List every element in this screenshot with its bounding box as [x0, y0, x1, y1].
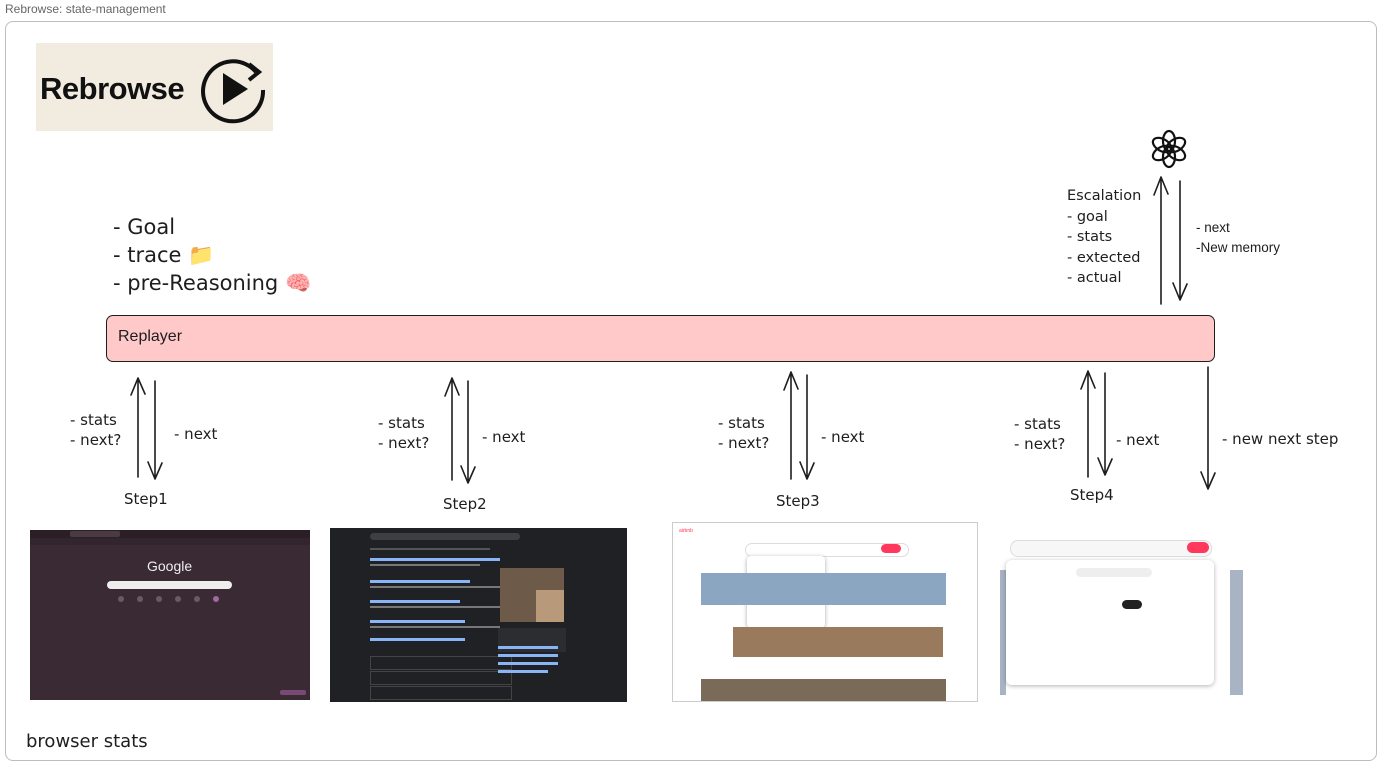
- step2-label: Step2: [443, 495, 487, 513]
- logo-text: Rebrowse: [40, 71, 185, 106]
- down-arrow: [799, 374, 815, 480]
- step3-up-label: - stats- next?: [718, 414, 770, 452]
- escalation-actual: - actual: [1067, 270, 1122, 286]
- google-logo: Google: [147, 558, 193, 574]
- screenshot-google-results: [330, 528, 627, 702]
- step1-up-label: - stats- next?: [70, 411, 122, 449]
- goal-item: - Goal: [113, 215, 176, 239]
- down-arrow: [147, 380, 163, 480]
- escalation-title: Escalation: [1067, 188, 1142, 204]
- screenshot-airbnb-search: airbnb: [672, 522, 978, 702]
- up-arrow: [130, 377, 146, 478]
- reasoning-item: - pre-Reasoning 🧠: [113, 271, 312, 295]
- new-step-label: - new next step: [1222, 430, 1339, 448]
- step4-up-label: - stats- next?: [1014, 415, 1066, 453]
- llm-response: - next -New memory: [1196, 218, 1280, 258]
- airbnb-logo: airbnb: [679, 528, 693, 534]
- escalation-goal: - goal: [1067, 208, 1108, 225]
- tab-title: Rebrowse: state-management: [5, 2, 166, 16]
- up-arrow: [783, 371, 799, 480]
- step1-label: Step1: [124, 490, 168, 508]
- escalation-expected: - extected: [1067, 249, 1141, 266]
- step3-label: Step3: [776, 492, 820, 510]
- play-circle-icon: [201, 59, 266, 124]
- browser-stats-label: browser stats: [26, 731, 148, 752]
- replayer-label: Replayer: [118, 328, 183, 345]
- rebrowse-logo: Rebrowse: [36, 43, 273, 131]
- screenshot-google-home: Google: [30, 530, 310, 700]
- down-arrow: [1172, 180, 1188, 301]
- up-arrow: [444, 377, 460, 481]
- llm-memory: -New memory: [1196, 240, 1281, 255]
- down-arrow: [460, 380, 476, 484]
- canvas-frame: [5, 21, 1377, 761]
- screenshot-airbnb-calendar: [1000, 518, 1243, 698]
- step2-up-label: - stats- next?: [378, 414, 430, 452]
- up-arrow: [1153, 176, 1169, 305]
- escalation-list: Escalation - goal - stats - extected - a…: [1067, 186, 1141, 289]
- llm-next: - next: [1196, 220, 1230, 235]
- goal-list: - Goal - trace 📁 - pre-Reasoning 🧠: [113, 213, 311, 297]
- escalation-stats: - stats: [1067, 229, 1113, 245]
- step4-label: Step4: [1070, 486, 1114, 504]
- step4-down-label: - next: [1116, 431, 1160, 449]
- replayer-bar: Replayer: [106, 315, 1215, 362]
- down-arrow: [1200, 366, 1216, 490]
- down-arrow: [1097, 372, 1113, 476]
- step2-down-label: - next: [482, 428, 526, 446]
- step1-down-label: - next: [174, 425, 218, 443]
- trace-item: - trace 📁: [113, 243, 215, 267]
- step3-down-label: - next: [821, 428, 865, 446]
- up-arrow: [1080, 370, 1096, 478]
- openai-icon: [1151, 129, 1187, 169]
